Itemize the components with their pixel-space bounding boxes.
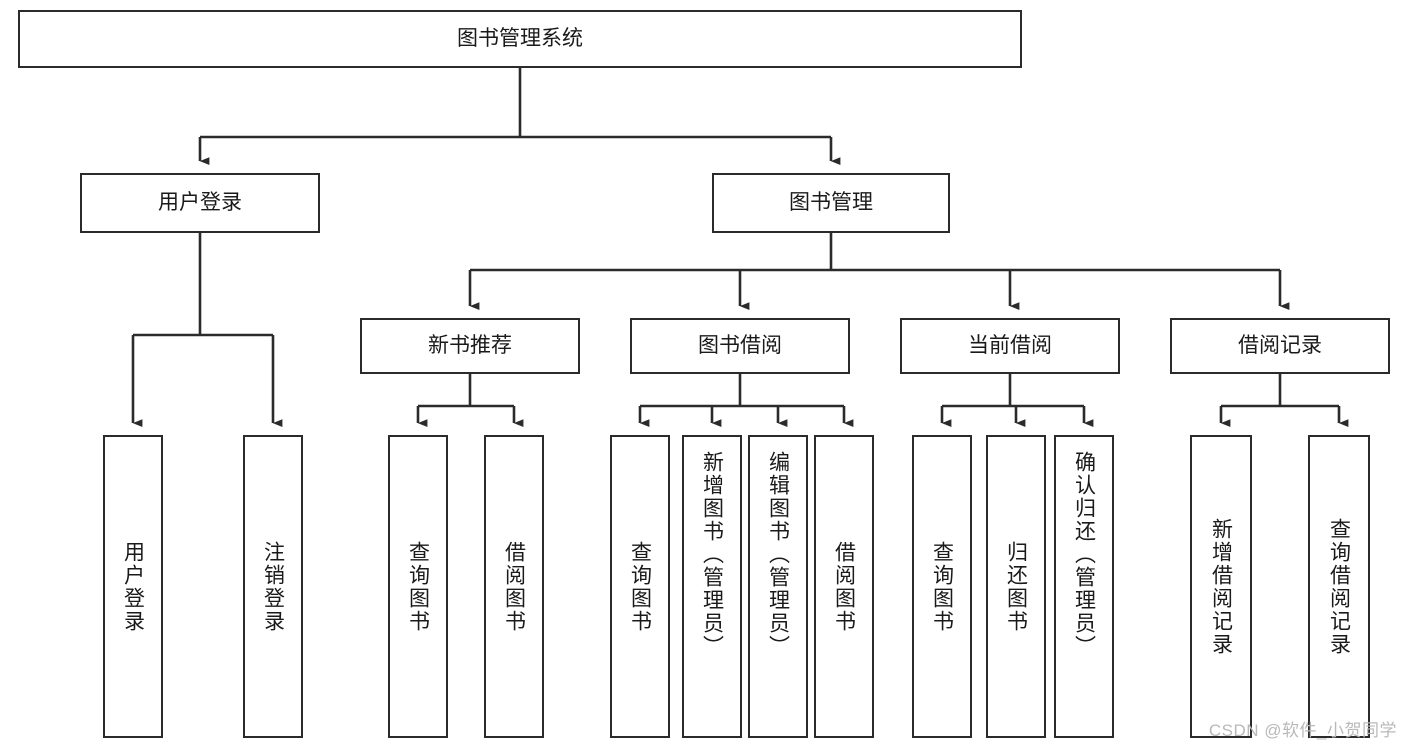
node-leaf-return-book[interactable]: 归还图书: [986, 435, 1046, 738]
node-leaf-query-book-3[interactable]: 查询图书: [912, 435, 972, 738]
node-book-manage-label: 图书管理: [789, 191, 873, 215]
node-current-borrow[interactable]: 当前借阅: [900, 318, 1120, 374]
node-leaf-return-book-label: 归还图书: [1004, 540, 1028, 633]
node-book-manage[interactable]: 图书管理: [712, 173, 950, 233]
node-new-book-recommend[interactable]: 新书推荐: [360, 318, 580, 374]
node-leaf-confirm-return-label: 确认归还（管理员）: [1072, 451, 1096, 658]
node-leaf-query-book-1[interactable]: 查询图书: [388, 435, 448, 738]
node-leaf-add-book-label: 新增图书（管理员）: [700, 451, 724, 658]
node-leaf-logout-label: 注销登录: [261, 540, 285, 633]
node-leaf-query-book-1-label: 查询图书: [406, 540, 430, 633]
node-leaf-query-book-2[interactable]: 查询图书: [610, 435, 670, 738]
node-leaf-borrow-book-2-label: 借阅图书: [832, 540, 856, 633]
node-root-label: 图书管理系统: [457, 27, 583, 51]
node-leaf-add-book[interactable]: 新增图书（管理员）: [682, 435, 742, 738]
node-leaf-query-book-3-label: 查询图书: [930, 540, 954, 633]
node-leaf-query-record[interactable]: 查询借阅记录: [1308, 435, 1370, 738]
node-leaf-edit-book-label: 编辑图书（管理员）: [766, 451, 790, 658]
node-user-login-label: 用户登录: [158, 191, 242, 215]
node-leaf-borrow-book-1-label: 借阅图书: [502, 540, 526, 633]
node-leaf-borrow-book-1[interactable]: 借阅图书: [484, 435, 544, 738]
node-leaf-edit-book[interactable]: 编辑图书（管理员）: [748, 435, 808, 738]
node-user-login[interactable]: 用户登录: [80, 173, 320, 233]
node-current-borrow-label: 当前借阅: [968, 334, 1052, 358]
node-leaf-user-login[interactable]: 用户登录: [103, 435, 163, 738]
node-borrow-record-label: 借阅记录: [1238, 334, 1322, 358]
node-leaf-add-record[interactable]: 新增借阅记录: [1190, 435, 1252, 738]
node-leaf-user-login-label: 用户登录: [121, 540, 145, 633]
node-book-borrow-label: 图书借阅: [698, 334, 782, 358]
node-root[interactable]: 图书管理系统: [18, 10, 1022, 68]
node-leaf-query-record-label: 查询借阅记录: [1327, 517, 1351, 656]
node-leaf-logout[interactable]: 注销登录: [243, 435, 303, 738]
node-leaf-query-book-2-label: 查询图书: [628, 540, 652, 633]
node-borrow-record[interactable]: 借阅记录: [1170, 318, 1390, 374]
node-leaf-add-record-label: 新增借阅记录: [1209, 517, 1233, 656]
node-leaf-borrow-book-2[interactable]: 借阅图书: [814, 435, 874, 738]
node-new-book-recommend-label: 新书推荐: [428, 334, 512, 358]
node-book-borrow[interactable]: 图书借阅: [630, 318, 850, 374]
node-leaf-confirm-return[interactable]: 确认归还（管理员）: [1054, 435, 1114, 738]
